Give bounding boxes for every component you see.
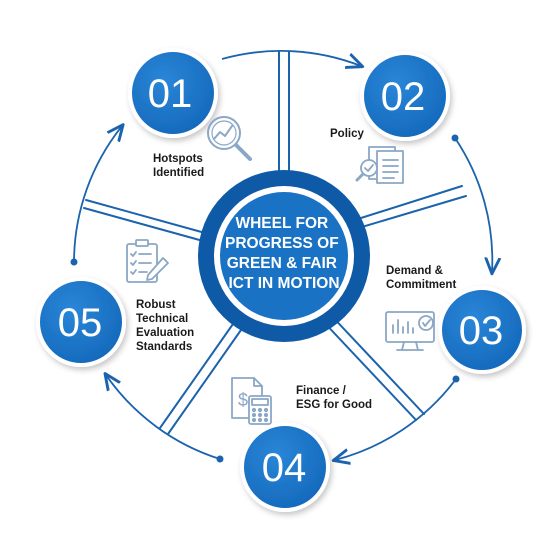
magnifier-chart-icon [207, 116, 252, 161]
stage-04-label: Finance / ESG for Good [296, 385, 372, 411]
hub-line-1: WHEEL FOR [235, 215, 328, 232]
stage-05: 05 [36, 277, 126, 367]
hub-line-2: PROGRESS OF [225, 235, 339, 252]
cycle-arrows [70, 49, 493, 463]
finance-calculator-icon: $ [231, 377, 272, 425]
arrow-01-to-02 [221, 49, 361, 66]
arrow-02-to-03 [454, 137, 492, 272]
stage-01-label: Hotspots Identified [153, 153, 206, 179]
stage-02: 02 [360, 51, 450, 141]
stage-05-label: Robust Technical Evaluation Standards [136, 299, 197, 353]
monitor-dashboard-icon [385, 311, 435, 351]
hub: WHEEL FOR PROGRESS OF GREEN & FAIR ICT I… [198, 170, 370, 342]
arrow-04-to-05 [106, 375, 221, 460]
stage-03: 03 [438, 286, 526, 374]
stage-03-number: 03 [459, 309, 504, 353]
hub-line-3: GREEN & FAIR [227, 255, 337, 272]
arrow-03-to-04 [335, 378, 457, 460]
stage-04: 04 [240, 422, 330, 512]
clipboard-checklist-icon [126, 239, 169, 283]
hub-line-4: ICT IN MOTION [228, 275, 339, 292]
arrow-05-to-01 [73, 126, 122, 263]
svg-text:WHEEL FOR PROGRESS OF: WHEEL FOR PROGRESS OF GREEN & FAIR ICT I… [225, 215, 343, 292]
stage-01: 01 [128, 48, 218, 138]
svg-text:$: $ [238, 390, 248, 410]
stage-02-label: Policy [330, 128, 364, 140]
policy-documents-icon [355, 146, 404, 184]
stage-01-number: 01 [148, 72, 193, 116]
wheel-spokes [83, 51, 467, 435]
stage-02-number: 02 [381, 75, 426, 119]
stage-04-number: 04 [262, 446, 307, 490]
stage-05-number: 05 [58, 301, 103, 345]
stage-03-label: Demand & Commitment [386, 265, 456, 291]
